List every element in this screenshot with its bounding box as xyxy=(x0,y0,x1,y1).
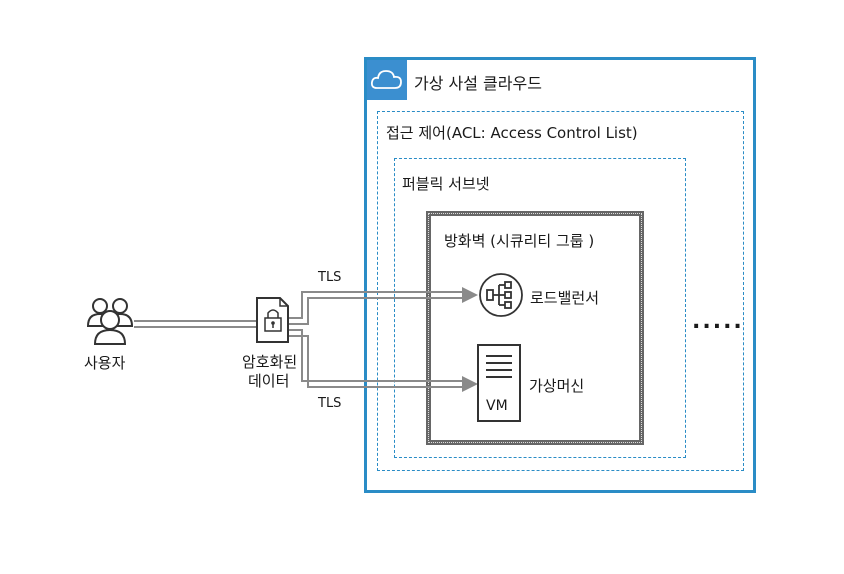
tls-bottom-label: TLS xyxy=(318,396,342,411)
firewall-title: 방화벽 (시큐리티 그룹 ) xyxy=(444,232,595,250)
encrypted-data-label-line1: 암호화된 xyxy=(242,353,298,371)
user-link-line xyxy=(134,320,256,328)
encrypted-data-label-line2: 데이터 xyxy=(248,372,290,390)
arrow-to-load-balancer xyxy=(462,287,478,303)
tls-top-link xyxy=(288,291,462,325)
firewall-container xyxy=(426,211,644,445)
encrypted-document-icon xyxy=(256,297,289,343)
vm-badge: VM xyxy=(486,398,508,414)
public-subnet-container xyxy=(394,158,686,458)
arrow-to-vm xyxy=(462,376,478,392)
tls-bottom-link xyxy=(288,329,462,388)
users-icon xyxy=(86,298,134,345)
tls-top-label: TLS xyxy=(318,270,342,285)
user-label: 사용자 xyxy=(84,354,126,372)
cloud-icon xyxy=(367,60,407,100)
vpc-container xyxy=(364,57,756,493)
server-icon xyxy=(477,344,521,422)
load-balancer-label: 로드밸런서 xyxy=(530,289,600,307)
vpc-title: 가상 사설 클라우드 xyxy=(414,74,542,93)
load-balancer-icon xyxy=(479,273,523,317)
vm-label: 가상머신 xyxy=(529,377,585,395)
subnet-title: 퍼블릭 서브넷 xyxy=(402,175,490,193)
acl-title: 접근 제어(ACL: Access Control List) xyxy=(386,124,638,142)
more-ellipsis: ..... xyxy=(692,309,744,334)
